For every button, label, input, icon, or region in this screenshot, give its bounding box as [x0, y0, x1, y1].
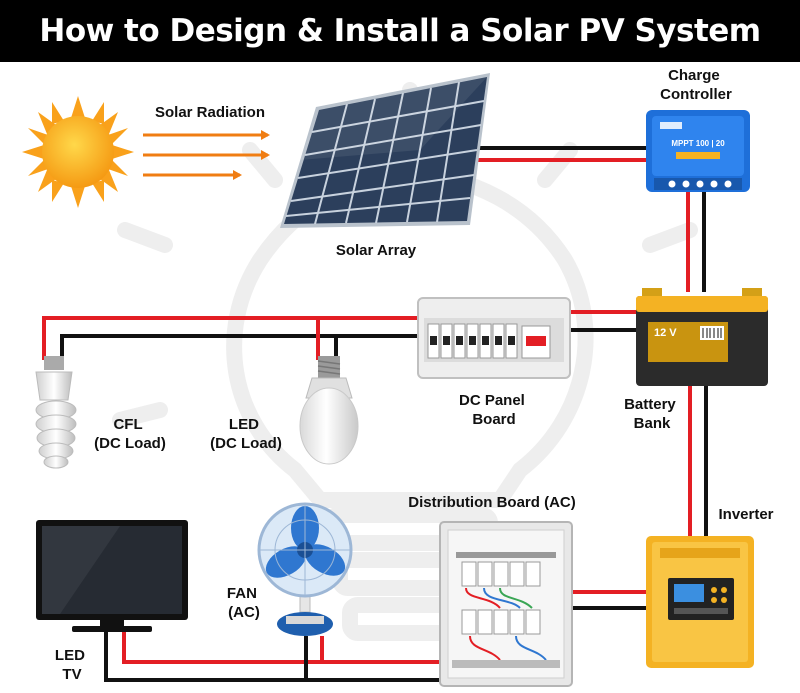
solar-panel: [280, 73, 490, 228]
led-label-line2: (DC Load): [210, 435, 282, 452]
cfl-bulb: [35, 356, 77, 469]
sun-icon: [22, 96, 134, 208]
fan-label-line1: FAN: [227, 585, 257, 602]
battery-bank-label-line1: Battery: [624, 396, 676, 413]
battery-voltage-text: 12 V: [654, 327, 677, 339]
led-tv-label: LED TV: [55, 647, 89, 683]
battery-bank-label-line2: Bank: [634, 415, 671, 432]
fan-label: FAN (AC): [227, 585, 261, 621]
wiring: [42, 146, 708, 682]
solar-pv-diagram: MPPT 100 | 20 12 V: [22, 67, 774, 687]
charge-controller: MPPT 100 | 20: [646, 110, 750, 192]
page-title: How to Design & Install a Solar PV Syste…: [39, 13, 761, 49]
led-label: LED (DC Load): [210, 416, 282, 452]
led-tv: [36, 520, 188, 632]
cfl-label-line2: (DC Load): [94, 435, 166, 452]
dc-panel-board: [417, 297, 571, 379]
dc-panel-board-label-line1: DC Panel: [459, 392, 525, 409]
cfl-label-line1: CFL: [113, 416, 142, 433]
fan-label-line2: (AC): [228, 604, 260, 621]
radiation-arrows: [143, 130, 270, 180]
cfl-label: CFL (DC Load): [94, 416, 166, 452]
table-fan: [257, 502, 353, 636]
dc-panel-board-label: DC Panel Board: [459, 392, 529, 428]
solar-array-label: Solar Array: [336, 242, 417, 259]
battery-bank-label: Battery Bank: [624, 396, 680, 432]
charge-controller-label-line2: Controller: [660, 86, 732, 103]
led-bulb: [299, 356, 359, 465]
dc-panel-board-label-line2: Board: [472, 411, 515, 428]
distribution-board: [439, 521, 573, 687]
solar-radiation-label: Solar Radiation: [155, 104, 265, 121]
led-tv-label-line1: LED: [55, 647, 85, 664]
controller-model-text: MPPT 100 | 20: [671, 139, 725, 148]
led-label-line1: LED: [229, 416, 259, 433]
distribution-board-label: Distribution Board (AC): [408, 494, 575, 511]
title-bar: How to Design & Install a Solar PV Syste…: [0, 0, 800, 62]
inverter: [646, 536, 754, 668]
charge-controller-label-line1: Charge: [668, 67, 720, 84]
inverter-label: Inverter: [718, 506, 773, 523]
charge-controller-label: Charge Controller: [660, 67, 732, 103]
battery: 12 V: [636, 288, 768, 386]
led-tv-label-line2: TV: [62, 666, 81, 683]
